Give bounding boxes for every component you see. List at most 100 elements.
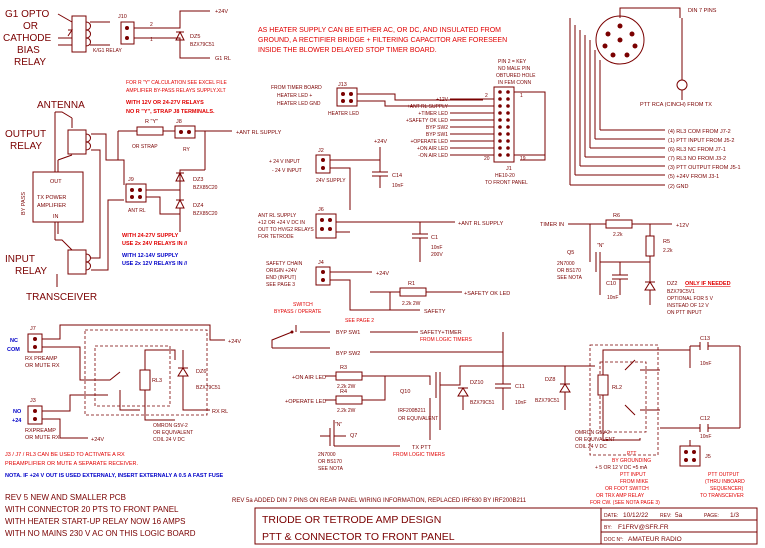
rev-note-3: WITH NO MAINS 230 V AC ON THIS LOGIC BOA… <box>5 529 196 538</box>
ptt-o-3: TO TRANSCEIVER <box>700 493 744 499</box>
q7-label: Q7 <box>350 433 357 439</box>
ry-calc-2: AMPLIFIER BY-PASS RELAYS SUPPLY.XLT <box>126 88 226 94</box>
rev-note-2: WITH HEATER START-UP RELAY NOW 16 AMPS <box>5 517 185 526</box>
r4-label: R4 <box>340 389 347 395</box>
q10-value2: OR EQUIVALENT <box>398 416 438 422</box>
ant-rl-supply-label: +ANT RL SUPPLY <box>236 130 282 136</box>
antenna-label: ANTENNA <box>37 100 85 111</box>
date-lbl: DATE: <box>604 513 618 519</box>
rx-preamp-1: RX PREAMP <box>25 356 58 362</box>
on-air-led: +ON AIR LED <box>292 375 326 381</box>
coil-a: COIL 24 V DC <box>153 437 185 443</box>
j6-text-1: ANT RL SUPPLY <box>258 213 297 219</box>
c1-label: C1 <box>431 235 438 241</box>
output-relay-2: RELAY <box>10 141 42 152</box>
omron-a: OMRON G5V-2 <box>153 423 188 429</box>
q7-n: "N" <box>335 422 342 428</box>
j9-label: J9 <box>128 177 134 183</box>
omron-a2: OR EQUIVALENT <box>153 430 193 436</box>
c11-value: 10nF <box>515 400 526 406</box>
r6-label: R6 <box>613 213 620 219</box>
c1-value: 10nF <box>431 245 442 251</box>
din-2: (6) RL3 NC FROM J7-1 <box>668 147 726 153</box>
opt5-2: INSTEAD OF 12 V <box>667 303 709 309</box>
j7-label: J7 <box>30 326 36 332</box>
dz10-value: BZX79C51 <box>470 400 495 406</box>
j5-label: J5 <box>705 454 711 460</box>
j2-label: J2 <box>318 148 324 154</box>
din-4: (3) PTT OUTPUT FROM J5-1 <box>668 165 741 171</box>
with12b-2: USE 2x 12V RELAYS IN // <box>122 261 188 267</box>
g1-relay-block: G1 OPTO OR CATHODE BIAS RELAY J10 K/G1 R… <box>3 9 231 68</box>
j4-label: J4 <box>318 260 324 266</box>
transceiver-label: TRANSCEIVER <box>26 292 97 303</box>
omron-b2: OR EQUIVALENT <box>575 437 615 443</box>
with24-2: USE 2x 24V RELAYS IN // <box>122 241 188 247</box>
with24-1: WITH 24-27V SUPPLY <box>122 233 179 239</box>
g1-title-2: OR <box>23 21 38 32</box>
dz8-label: DZ8 <box>545 377 555 383</box>
dz4-value: BZX85C20 <box>193 211 218 217</box>
switch-label-2: BYPASS / OPERATE <box>274 309 322 315</box>
din-title: DIN 7 PINS <box>688 8 717 14</box>
opt5-3: ON PTT INPUT <box>667 310 702 316</box>
j1-l7: +ON AIR LED <box>417 146 448 152</box>
heater-led-gnd: HEATER LED GND <box>277 101 321 107</box>
j6-label: J6 <box>318 207 324 213</box>
rx-rl-label: RX RL <box>212 409 228 415</box>
page-lbl: PAGE: <box>704 513 719 519</box>
j13-label: J13 <box>338 82 347 88</box>
q7-val2: OR BS170 <box>318 459 342 465</box>
q7-val1: 2N7000 <box>318 452 336 458</box>
front-panel-connector: PIN 2 = KEY NO MALE PIN OBTURED HOLE IN … <box>406 59 546 186</box>
dz3-label: DZ3 <box>193 177 203 183</box>
svg-text:20: 20 <box>484 156 490 162</box>
j1-l3: +SAFETY OK LED <box>406 118 448 124</box>
pin2-3: OBTURED HOLE <box>496 73 536 79</box>
ry-calc-1: FOR R "Y" CALCULATION SEE EXCEL FILE <box>126 80 227 86</box>
from-logic-label: FROM LOGIC TIMERS <box>420 337 473 343</box>
j3-note-2: PREAMPLIFIER OR MUTE A SEPARATE RECEIVER… <box>5 461 139 467</box>
din-3: (7) RL3 NO FROM J3-2 <box>668 156 726 162</box>
j1-l2: +TIMER LED <box>418 111 448 117</box>
j1-l8: -ON AIR LED <box>418 153 448 159</box>
j1-l4: BYP SW2 <box>426 125 448 131</box>
ptt-g-2: + 5 OR 12 V DC =5 mA <box>595 465 648 471</box>
dz4-label: DZ4 <box>193 203 203 209</box>
rev-lbl: REV: <box>660 513 671 519</box>
switch-label: SWITCH <box>293 302 313 308</box>
amp-l2: AMPLIFIER <box>37 203 66 209</box>
c13-label: C13 <box>700 336 710 342</box>
byp-sw1: BYP SW1 <box>336 330 360 336</box>
center-connectors: J13 FROM TIMER BOARD HEATER LED + HEATER… <box>258 82 510 324</box>
rx-preamp2-1: RXPREAMP <box>25 428 56 434</box>
r1-label: R1 <box>408 281 415 287</box>
j8-label: J8 <box>176 119 182 125</box>
c10-value: 10nF <box>607 295 618 301</box>
ptt-rca-label: PTT RCA (CINCH) FROM TX <box>640 102 712 108</box>
bypass-switch: SWITCH BYPASS / OPERATE BYP SW1 BYP SW2 … <box>271 302 504 374</box>
dz2-value: BZX79C5V1 <box>667 289 695 295</box>
in24m-label: - 24 V INPUT <box>272 168 302 174</box>
ptt-input-block: TIMER IN R6 2.2k +12V R5 2.2k Q5 "N" 2N7… <box>540 213 731 316</box>
dz6-label: DZ6 <box>196 369 206 375</box>
operate-led: +OPERATE LED <box>285 399 326 405</box>
amp-in: IN <box>53 214 59 220</box>
j1-l1: +ANT RL SUPPLY <box>407 104 449 110</box>
heater-note: AS HEATER SUPPLY CAN BE EITHER AC, OR DC… <box>126 27 507 115</box>
dz8-value: BZX79C51 <box>535 398 560 404</box>
c11-label: C11 <box>515 384 525 390</box>
ry-label: RY <box>183 147 191 153</box>
p12v-label: +12V <box>676 223 689 229</box>
r5-value: 2.2k <box>663 248 673 254</box>
ptt-g-3: PTT INPUT <box>620 472 646 478</box>
q10-label: Q10 <box>400 389 410 395</box>
rl3-label: RL3 <box>152 378 162 384</box>
j1-label: J1 <box>506 166 512 172</box>
kg1-relay-label: K/G1 RELAY <box>93 48 122 54</box>
omron-b: OMRON G5V-2 <box>575 430 610 436</box>
tx-ptt: TX PTT <box>412 445 432 451</box>
j1-l6: +OPERATE LED <box>410 139 448 145</box>
footer: REV 5 NEW AND SMALLER PCB WITH CONNECTOR… <box>5 493 758 545</box>
